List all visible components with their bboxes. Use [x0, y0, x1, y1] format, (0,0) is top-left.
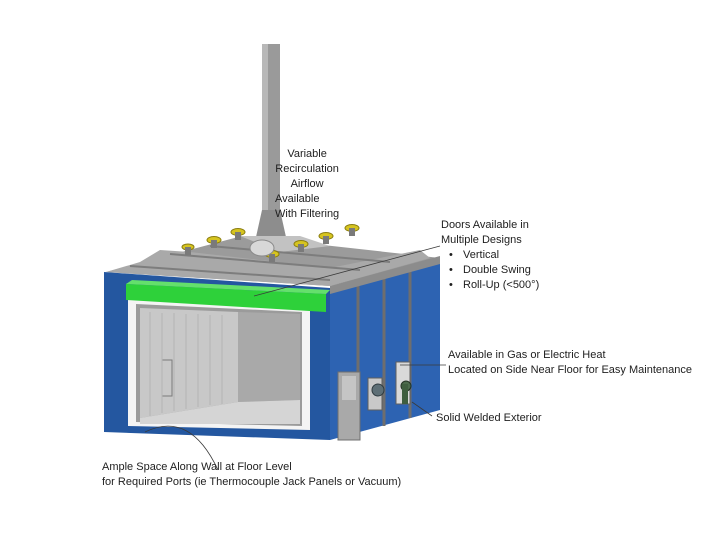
leader-lines	[144, 245, 446, 471]
heat-line-2: Located on Side Near Floor for Easy Main…	[448, 364, 692, 376]
airflow-line-4: Available	[275, 193, 320, 205]
doors-option: Roll-Up (<500°)	[449, 278, 539, 293]
heat-callout: Available in Gas or Electric Heat Locate…	[448, 348, 692, 378]
airflow-line-1: Variable	[287, 148, 327, 160]
doors-options-list: Vertical Double Swing Roll-Up (<500°)	[441, 248, 539, 293]
airflow-line-5: With Filtering	[275, 208, 340, 220]
doors-callout: Doors Available in Multiple Designs Vert…	[441, 218, 539, 293]
heater-equipment	[367, 361, 412, 411]
floor-ports-callout: Ample Space Along Wall at Floor Level fo…	[102, 460, 401, 490]
door-header	[126, 284, 326, 312]
floor-ports-line-1: Ample Space Along Wall at Floor Level	[102, 461, 292, 473]
floor-ports-line-2: for Required Ports (ie Thermocouple Jack…	[102, 476, 402, 488]
exterior-callout: Solid Welded Exterior	[436, 412, 542, 424]
heat-line-1: Available in Gas or Electric Heat	[448, 349, 606, 361]
doors-option: Vertical	[449, 248, 539, 263]
doors-title-line-1: Doors Available in	[441, 219, 529, 231]
airflow-line-2: Recirculation	[275, 163, 339, 175]
doors-option: Double Swing	[449, 263, 539, 278]
airflow-line-3: Airflow	[290, 178, 324, 190]
doors-title-line-2: Multiple Designs	[441, 234, 522, 246]
airflow-callout: Variable Recirculation Airflow Available…	[275, 147, 339, 222]
